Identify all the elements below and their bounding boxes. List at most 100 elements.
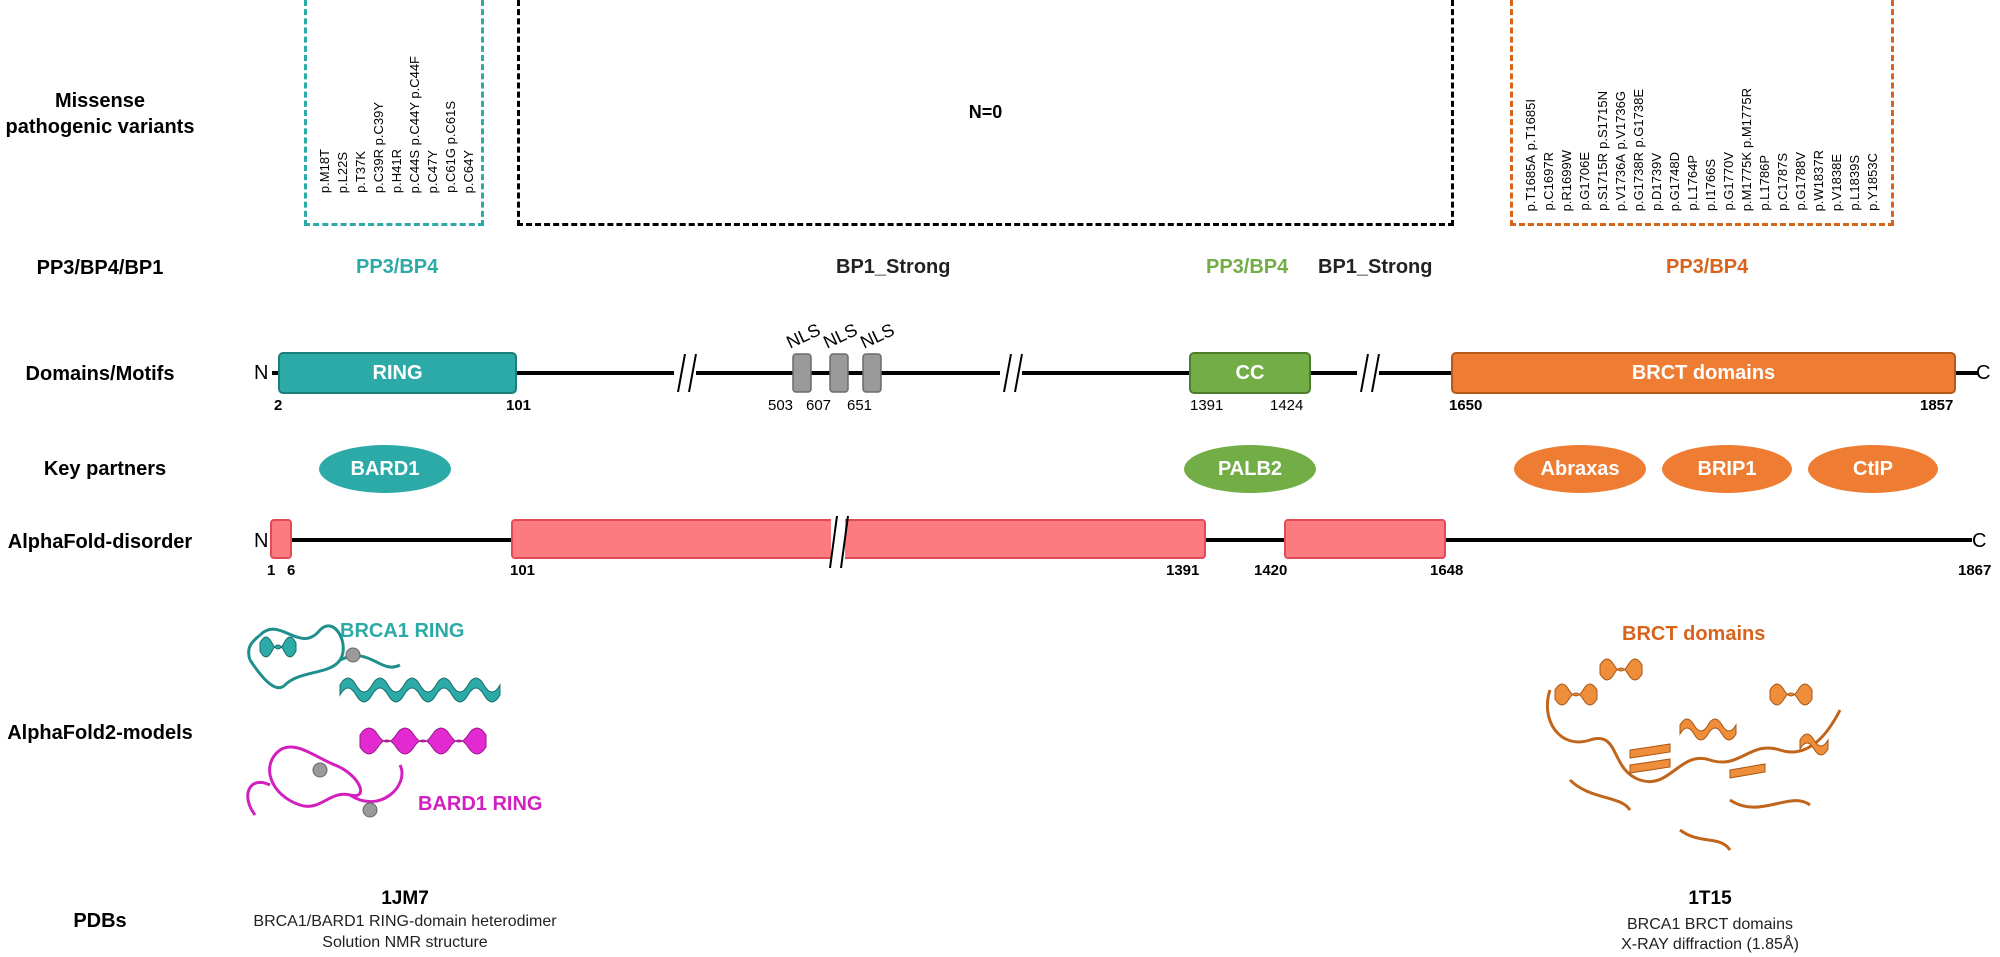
label-partners: Key partners bbox=[43, 458, 167, 480]
ring-heterodimer-model bbox=[246, 624, 501, 818]
domain-n-terminus: N bbox=[254, 362, 269, 384]
variant-column: p.C1787S bbox=[1774, 153, 1792, 211]
variant-column: p.G1748D bbox=[1666, 152, 1684, 211]
ring-domain: RING bbox=[278, 352, 517, 394]
variant-column: p.D1739V bbox=[1648, 153, 1666, 211]
pdb-right-desc-2: X-RAY diffraction (1.85Å) bbox=[1621, 936, 1799, 953]
variant-column: p.M18T bbox=[316, 149, 334, 193]
pos-nls-3: 651 bbox=[847, 397, 873, 414]
variant-column: p.G1706E bbox=[1576, 152, 1594, 211]
variant-label: p.T1685A bbox=[1523, 154, 1538, 211]
middle-variants-box bbox=[517, 0, 1454, 226]
break-mark bbox=[688, 353, 697, 393]
pos-brct-end: 1857 bbox=[1920, 397, 1954, 414]
disorder-region-1 bbox=[270, 519, 292, 559]
variant-column: p.G1738R p.G1738E bbox=[1630, 89, 1648, 211]
variant-column: p.L1764P bbox=[1684, 155, 1702, 211]
partner-abraxas: Abraxas bbox=[1514, 445, 1646, 493]
variant-label: p.L1839S bbox=[1847, 155, 1862, 211]
variant-label: p.C44F bbox=[407, 55, 422, 99]
disorder-n-terminus: N bbox=[254, 530, 269, 552]
partner-brip1: BRIP1 bbox=[1662, 445, 1792, 493]
pos-cc-start: 1391 bbox=[1190, 397, 1224, 414]
disorder-pos-1420: 1420 bbox=[1254, 562, 1288, 579]
variant-column: p.L1786P bbox=[1756, 155, 1774, 211]
variant-column: p.H41R bbox=[388, 149, 406, 193]
variant-label: p.D1739V bbox=[1649, 153, 1664, 211]
label-domains: Domains/Motifs bbox=[25, 363, 175, 385]
disorder-pos-1648: 1648 bbox=[1430, 562, 1464, 579]
pdb-left-desc-1: BRCA1/BARD1 RING-domain heterodimer bbox=[253, 913, 557, 930]
variant-column: p.C61G p.C61S bbox=[442, 101, 460, 193]
partner-bard1: BARD1 bbox=[319, 445, 451, 493]
variant-label: p.G1748D bbox=[1667, 151, 1682, 211]
variant-column: p.I1766S bbox=[1702, 159, 1720, 211]
model-brct-title: BRCT domains bbox=[1622, 623, 1766, 645]
variant-label: p.L1764P bbox=[1685, 155, 1700, 211]
variant-column: p.C1697R bbox=[1540, 152, 1558, 211]
variant-label: p.C61G bbox=[443, 148, 458, 193]
break-mark bbox=[1371, 353, 1380, 393]
disorder-pos-1867: 1867 bbox=[1958, 562, 1992, 579]
brct-model bbox=[1545, 658, 1842, 851]
label-ppbp: PP3/BP4/BP1 bbox=[36, 257, 164, 279]
variant-column: p.T1685A p.T1685I bbox=[1522, 99, 1540, 211]
label-models: AlphaFold2-models bbox=[7, 722, 193, 744]
variant-label: p.S1715N bbox=[1595, 91, 1610, 150]
variant-label: p.G1770V bbox=[1721, 152, 1736, 211]
variant-label: p.V1736G bbox=[1613, 91, 1628, 150]
pos-ring-end: 101 bbox=[506, 397, 532, 414]
variant-label: p.G1738E bbox=[1631, 89, 1646, 148]
variant-label: p.Y1853C bbox=[1865, 153, 1880, 211]
bp1-strong-b: BP1_Strong bbox=[1318, 256, 1433, 278]
pp-ring: PP3/BP4 bbox=[356, 256, 439, 278]
disorder-pos-1: 1 bbox=[267, 562, 276, 579]
variant-column: p.G1770V bbox=[1720, 152, 1738, 211]
pp-cc: PP3/BP4 bbox=[1206, 256, 1289, 278]
pdb-right-id: 1T15 bbox=[1688, 888, 1732, 909]
variant-column: p.L1839S bbox=[1846, 155, 1864, 211]
break-mark bbox=[1014, 353, 1023, 393]
variant-label: p.H41R bbox=[389, 148, 404, 193]
variant-label: p.C1787S bbox=[1775, 153, 1790, 211]
bp1-strong-a: BP1_Strong bbox=[836, 256, 951, 278]
disorder-region-2 bbox=[511, 519, 1206, 559]
variant-label: p.C39R bbox=[371, 148, 386, 193]
ring-variants-box bbox=[304, 0, 484, 226]
nls-motif-1 bbox=[792, 353, 812, 393]
variant-label: p.C61S bbox=[443, 100, 458, 145]
label-disorder: AlphaFold-disorder bbox=[7, 531, 193, 553]
variant-label: p.T37K bbox=[353, 151, 368, 193]
variant-label: p.W1837R bbox=[1811, 149, 1826, 211]
disorder-c-terminus: C bbox=[1972, 530, 1987, 552]
pp-brct: PP3/BP4 bbox=[1666, 256, 1749, 278]
variant-column: p.L22S bbox=[334, 152, 352, 193]
variant-label: p.C64Y bbox=[461, 149, 476, 193]
variant-column: p.C64Y bbox=[460, 150, 478, 193]
variant-label: p.C47Y bbox=[425, 149, 440, 193]
variant-column: p.V1838E bbox=[1828, 154, 1846, 211]
model-brca1-ring-title: BRCA1 RING bbox=[340, 620, 465, 642]
pos-cc-end: 1424 bbox=[1270, 397, 1304, 414]
variant-label: p.C44Y bbox=[407, 102, 422, 146]
cc-domain: CC bbox=[1189, 352, 1311, 394]
brct-domain: BRCT domains bbox=[1451, 352, 1956, 394]
label-pdbs: PDBs bbox=[73, 910, 127, 932]
variant-label: p.G1738R bbox=[1631, 151, 1646, 211]
partner-ctip: CtIP bbox=[1808, 445, 1938, 493]
variant-label: p.L1786P bbox=[1757, 155, 1772, 211]
nls-motif-3 bbox=[862, 353, 882, 393]
variant-label: p.C1697R bbox=[1541, 152, 1556, 211]
variant-label: p.I1766S bbox=[1703, 158, 1718, 211]
variant-label: p.C39Y bbox=[371, 101, 386, 145]
disorder-pos-1391: 1391 bbox=[1166, 562, 1200, 579]
variant-label: p.M18T bbox=[317, 148, 332, 193]
variant-label: p.M1775K bbox=[1739, 151, 1754, 211]
variant-label: p.T1685I bbox=[1523, 99, 1538, 151]
variant-column: p.Y1853C bbox=[1864, 153, 1882, 211]
